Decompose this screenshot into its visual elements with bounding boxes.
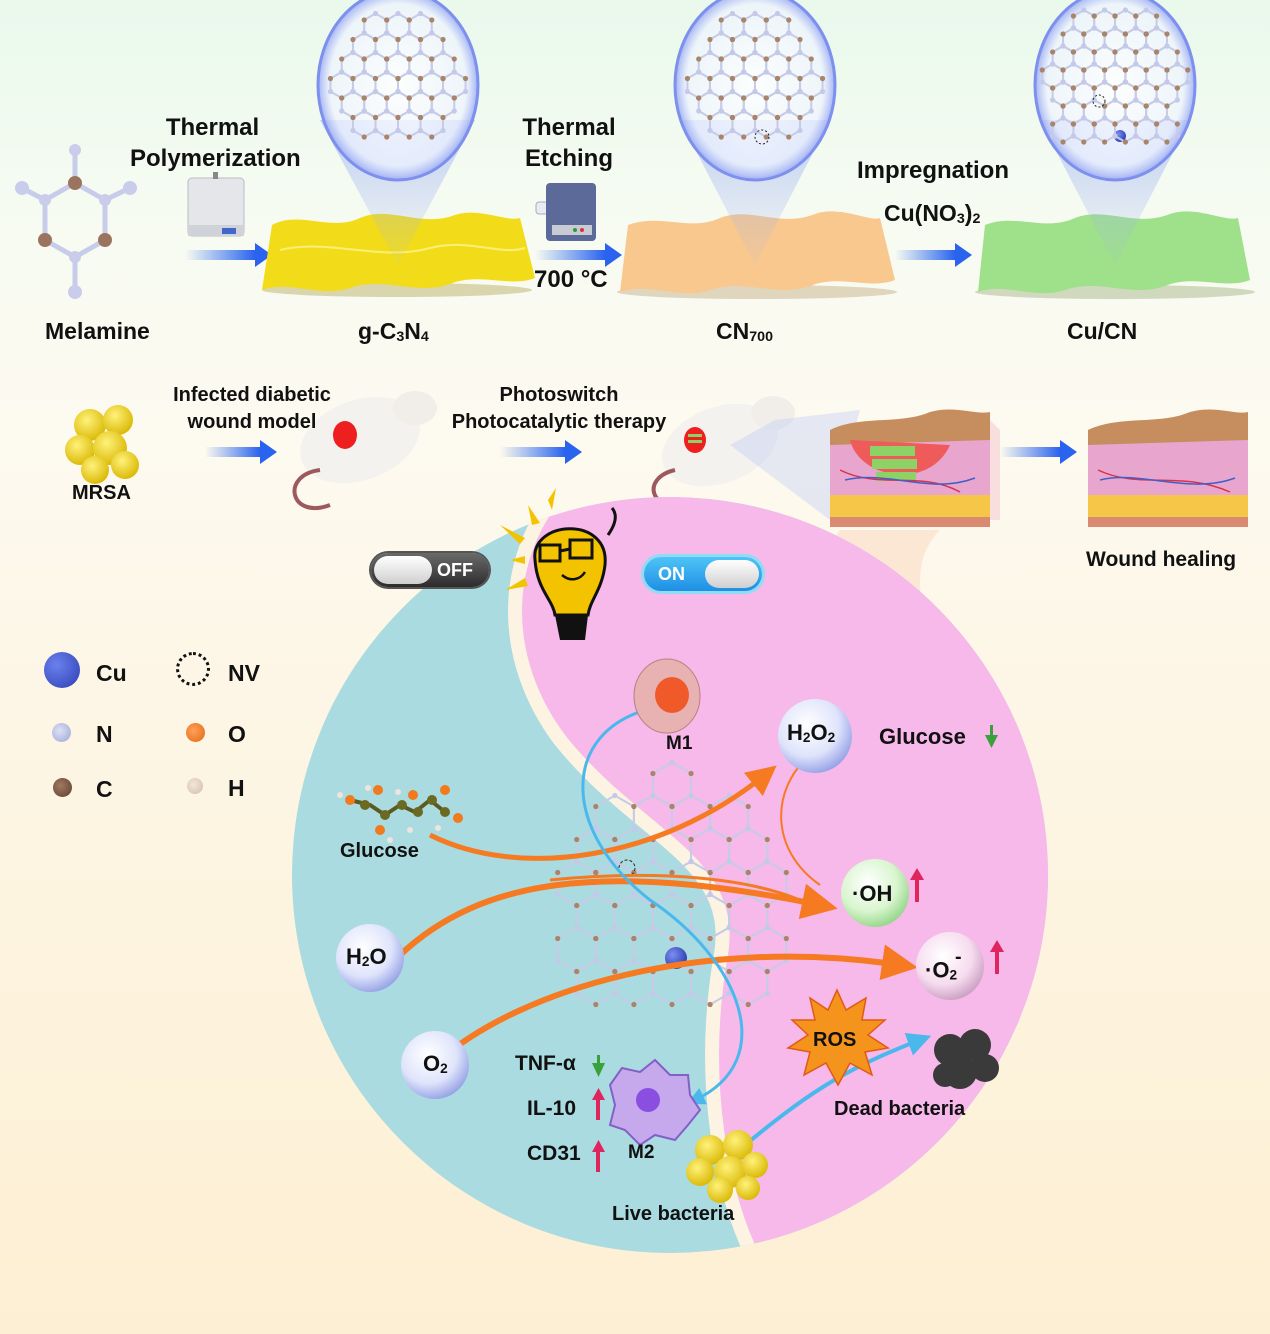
nitrogen-vacancy-icon bbox=[176, 652, 210, 686]
nitrogen-atom-icon bbox=[52, 723, 71, 742]
o2-bubble bbox=[401, 1031, 469, 1099]
superoxide-up-arrow bbox=[990, 940, 1004, 974]
m1-macrophage-icon bbox=[633, 658, 701, 734]
light-bulb-icon bbox=[500, 488, 617, 640]
label-mrsa: MRSA bbox=[72, 482, 131, 504]
label-m1: M1 bbox=[666, 733, 693, 754]
reaction-arrows bbox=[397, 754, 918, 1063]
infected-rat-icon bbox=[292, 391, 437, 510]
impregnation-reagent: Cu(NO3)2 bbox=[884, 200, 981, 228]
m2-macrophage-icon bbox=[608, 1058, 702, 1147]
label-dead-bacteria: Dead bacteria bbox=[834, 1098, 966, 1120]
label-photoswitch-therapy: Photoswitch Photocatalytic therapy bbox=[451, 384, 667, 433]
label-infected-wound-model: Infected diabetic wound model bbox=[173, 384, 331, 433]
on-switch-knob bbox=[705, 560, 759, 588]
label-hydroxyl-radical: ·OH bbox=[852, 881, 893, 906]
label-glucose-decrease: Glucose bbox=[879, 724, 966, 749]
oxygen-atom-icon bbox=[186, 723, 205, 742]
photoswitch-circle bbox=[292, 497, 1048, 1253]
label-glucose-molecule: Glucose bbox=[340, 840, 419, 862]
macrophage-polarization-arrow bbox=[581, 706, 932, 1147]
live-bacteria-icon bbox=[686, 1130, 768, 1203]
process-thermal-etching: Thermal Etching bbox=[522, 114, 616, 172]
treated-rat-icon bbox=[651, 396, 860, 520]
label-cd31: CD31 bbox=[527, 1142, 581, 1165]
synthesis-arrows bbox=[185, 243, 972, 267]
glucose-down-arrow bbox=[985, 725, 998, 748]
label-h2o2: H2O2 bbox=[787, 720, 836, 746]
on-switch-label: ON bbox=[658, 564, 685, 584]
label-superoxide: ·O2- bbox=[925, 946, 962, 983]
cu-atom-icon bbox=[44, 652, 80, 688]
cd31-up-arrow bbox=[592, 1140, 605, 1172]
hydrogen-atom-icon bbox=[187, 778, 203, 794]
label-cu-cn: Cu/CN bbox=[1067, 318, 1138, 344]
oh-up-arrow bbox=[910, 868, 924, 902]
superoxide-bubble bbox=[916, 932, 984, 1000]
label-cn700: CN700 bbox=[716, 318, 774, 346]
g-c3n4-lattice bbox=[327, 10, 469, 140]
dead-bacteria-icon bbox=[933, 1029, 999, 1089]
carbon-atom-icon bbox=[53, 778, 72, 797]
label-il-10: IL-10 bbox=[527, 1097, 577, 1120]
atom-legend: Cu NV N O C H bbox=[40, 648, 280, 818]
il10-up-arrow bbox=[592, 1088, 605, 1120]
process-impregnation: Impregnation bbox=[857, 157, 1010, 184]
tube-furnace-icon bbox=[535, 183, 596, 241]
label-o2: O2 bbox=[423, 1051, 448, 1077]
off-switch[interactable]: OFF bbox=[371, 553, 489, 587]
cu-cn-lattice bbox=[1039, 7, 1191, 145]
ros-burst-icon bbox=[786, 988, 891, 1087]
label-h2o: H2O bbox=[346, 944, 387, 970]
label-live-bacteria: Live bacteria bbox=[612, 1203, 735, 1225]
on-switch[interactable]: ON bbox=[644, 557, 762, 591]
mrsa-bacteria-icon bbox=[65, 405, 139, 484]
label-ros: ROS bbox=[813, 1029, 857, 1051]
process-thermal-polymerization: Thermal Polymerization bbox=[130, 114, 301, 172]
muffle-furnace-icon bbox=[187, 172, 245, 237]
oh-radical-bubble bbox=[841, 859, 909, 927]
glucose-molecule-icon bbox=[337, 785, 463, 843]
change-arrows bbox=[592, 725, 1004, 1172]
h2o-bubble bbox=[336, 924, 404, 992]
label-melamine: Melamine bbox=[45, 318, 150, 344]
therapy-arrows bbox=[205, 440, 1077, 464]
h2o2-bubble bbox=[778, 699, 852, 773]
wound-skin-block bbox=[830, 409, 1000, 527]
off-switch-knob bbox=[374, 556, 432, 584]
nitrogen-vacancy-icon bbox=[754, 94, 1106, 145]
carbon-nitride-lattice bbox=[555, 759, 789, 1008]
tnf-down-arrow bbox=[592, 1055, 605, 1077]
etching-temperature: 700 °C bbox=[534, 266, 608, 293]
cu-atom-icon bbox=[1114, 130, 1126, 142]
label-wound-healing: Wound healing bbox=[1086, 548, 1237, 571]
healed-skin-block bbox=[1088, 409, 1248, 527]
label-m2: M2 bbox=[628, 1142, 655, 1163]
melamine-molecule bbox=[15, 144, 137, 299]
cn700-lattice bbox=[684, 10, 826, 140]
label-g-c3n4: g-C3N4 bbox=[358, 318, 429, 346]
label-tnf-alpha: TNF-α bbox=[515, 1052, 576, 1075]
off-switch-label: OFF bbox=[437, 560, 473, 580]
